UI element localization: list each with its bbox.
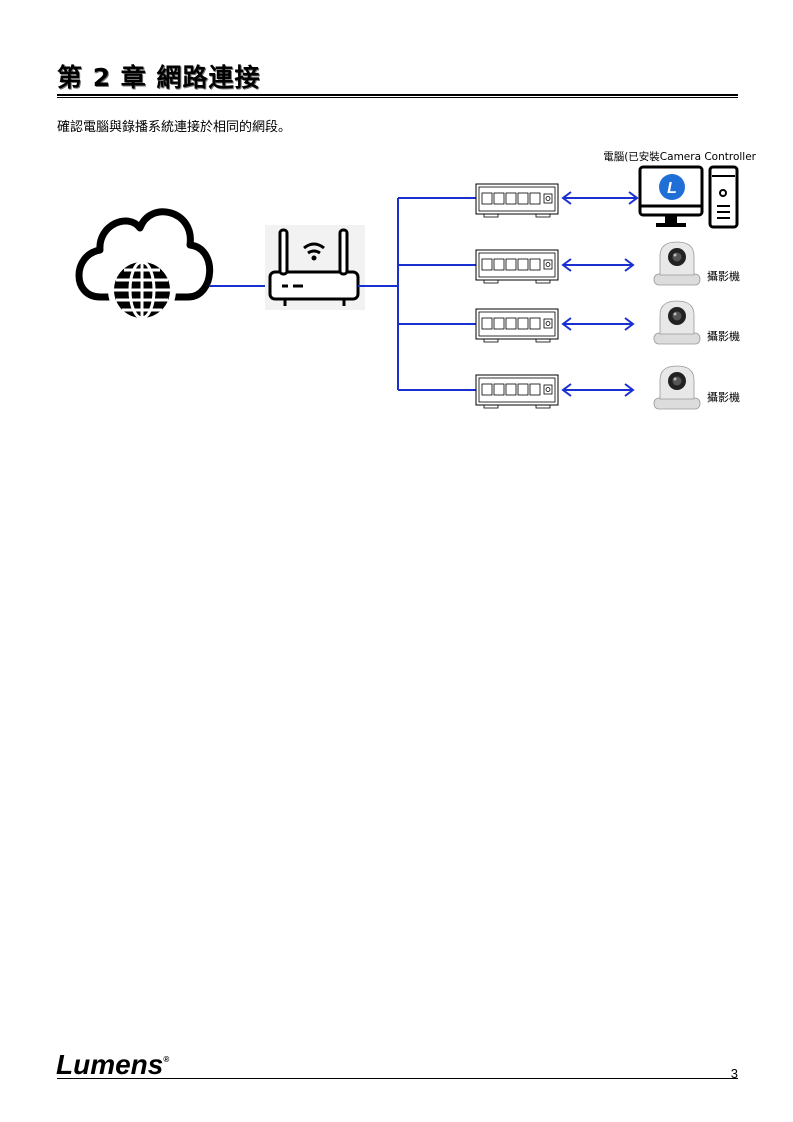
logo-text: Lumens <box>56 1049 164 1080</box>
switch-icon <box>475 374 559 409</box>
switch-icon <box>475 183 559 218</box>
title-rule-thin <box>57 97 738 98</box>
camera-label: 攝影機 <box>707 390 740 404</box>
camera-label: 攝影機 <box>707 269 740 283</box>
double-arrow-icon <box>561 317 635 331</box>
network-diagram: L 電腦(已安裝Camera Controller 攝影機 攝影機 攝影機 <box>75 150 757 410</box>
switch-icon <box>475 249 559 284</box>
double-arrow-icon <box>561 191 639 205</box>
intro-text: 確認電腦與錄播系統連接於相同的網段。 <box>57 120 292 135</box>
logo-mark: ® <box>163 1055 170 1064</box>
switch-icon <box>475 308 559 343</box>
pc-label: 電腦(已安裝Camera Controller <box>603 150 756 163</box>
double-arrow-icon <box>561 383 635 397</box>
double-arrow-icon <box>561 258 635 272</box>
lumens-logo: Lumens® <box>56 1049 169 1081</box>
page-number: 3 <box>730 1066 738 1081</box>
chapter-title: 第 2 章 網路連接 <box>57 63 261 92</box>
camera-icon <box>653 300 701 345</box>
computer-icon: L <box>638 165 739 229</box>
svg-text:L: L <box>667 180 677 197</box>
router-icon <box>265 225 365 310</box>
camera-label: 攝影機 <box>707 329 740 343</box>
title-rule <box>57 94 738 96</box>
camera-icon <box>653 365 701 410</box>
cloud-globe-icon <box>75 208 214 324</box>
camera-icon <box>653 241 701 286</box>
footer-rule <box>57 1078 738 1079</box>
